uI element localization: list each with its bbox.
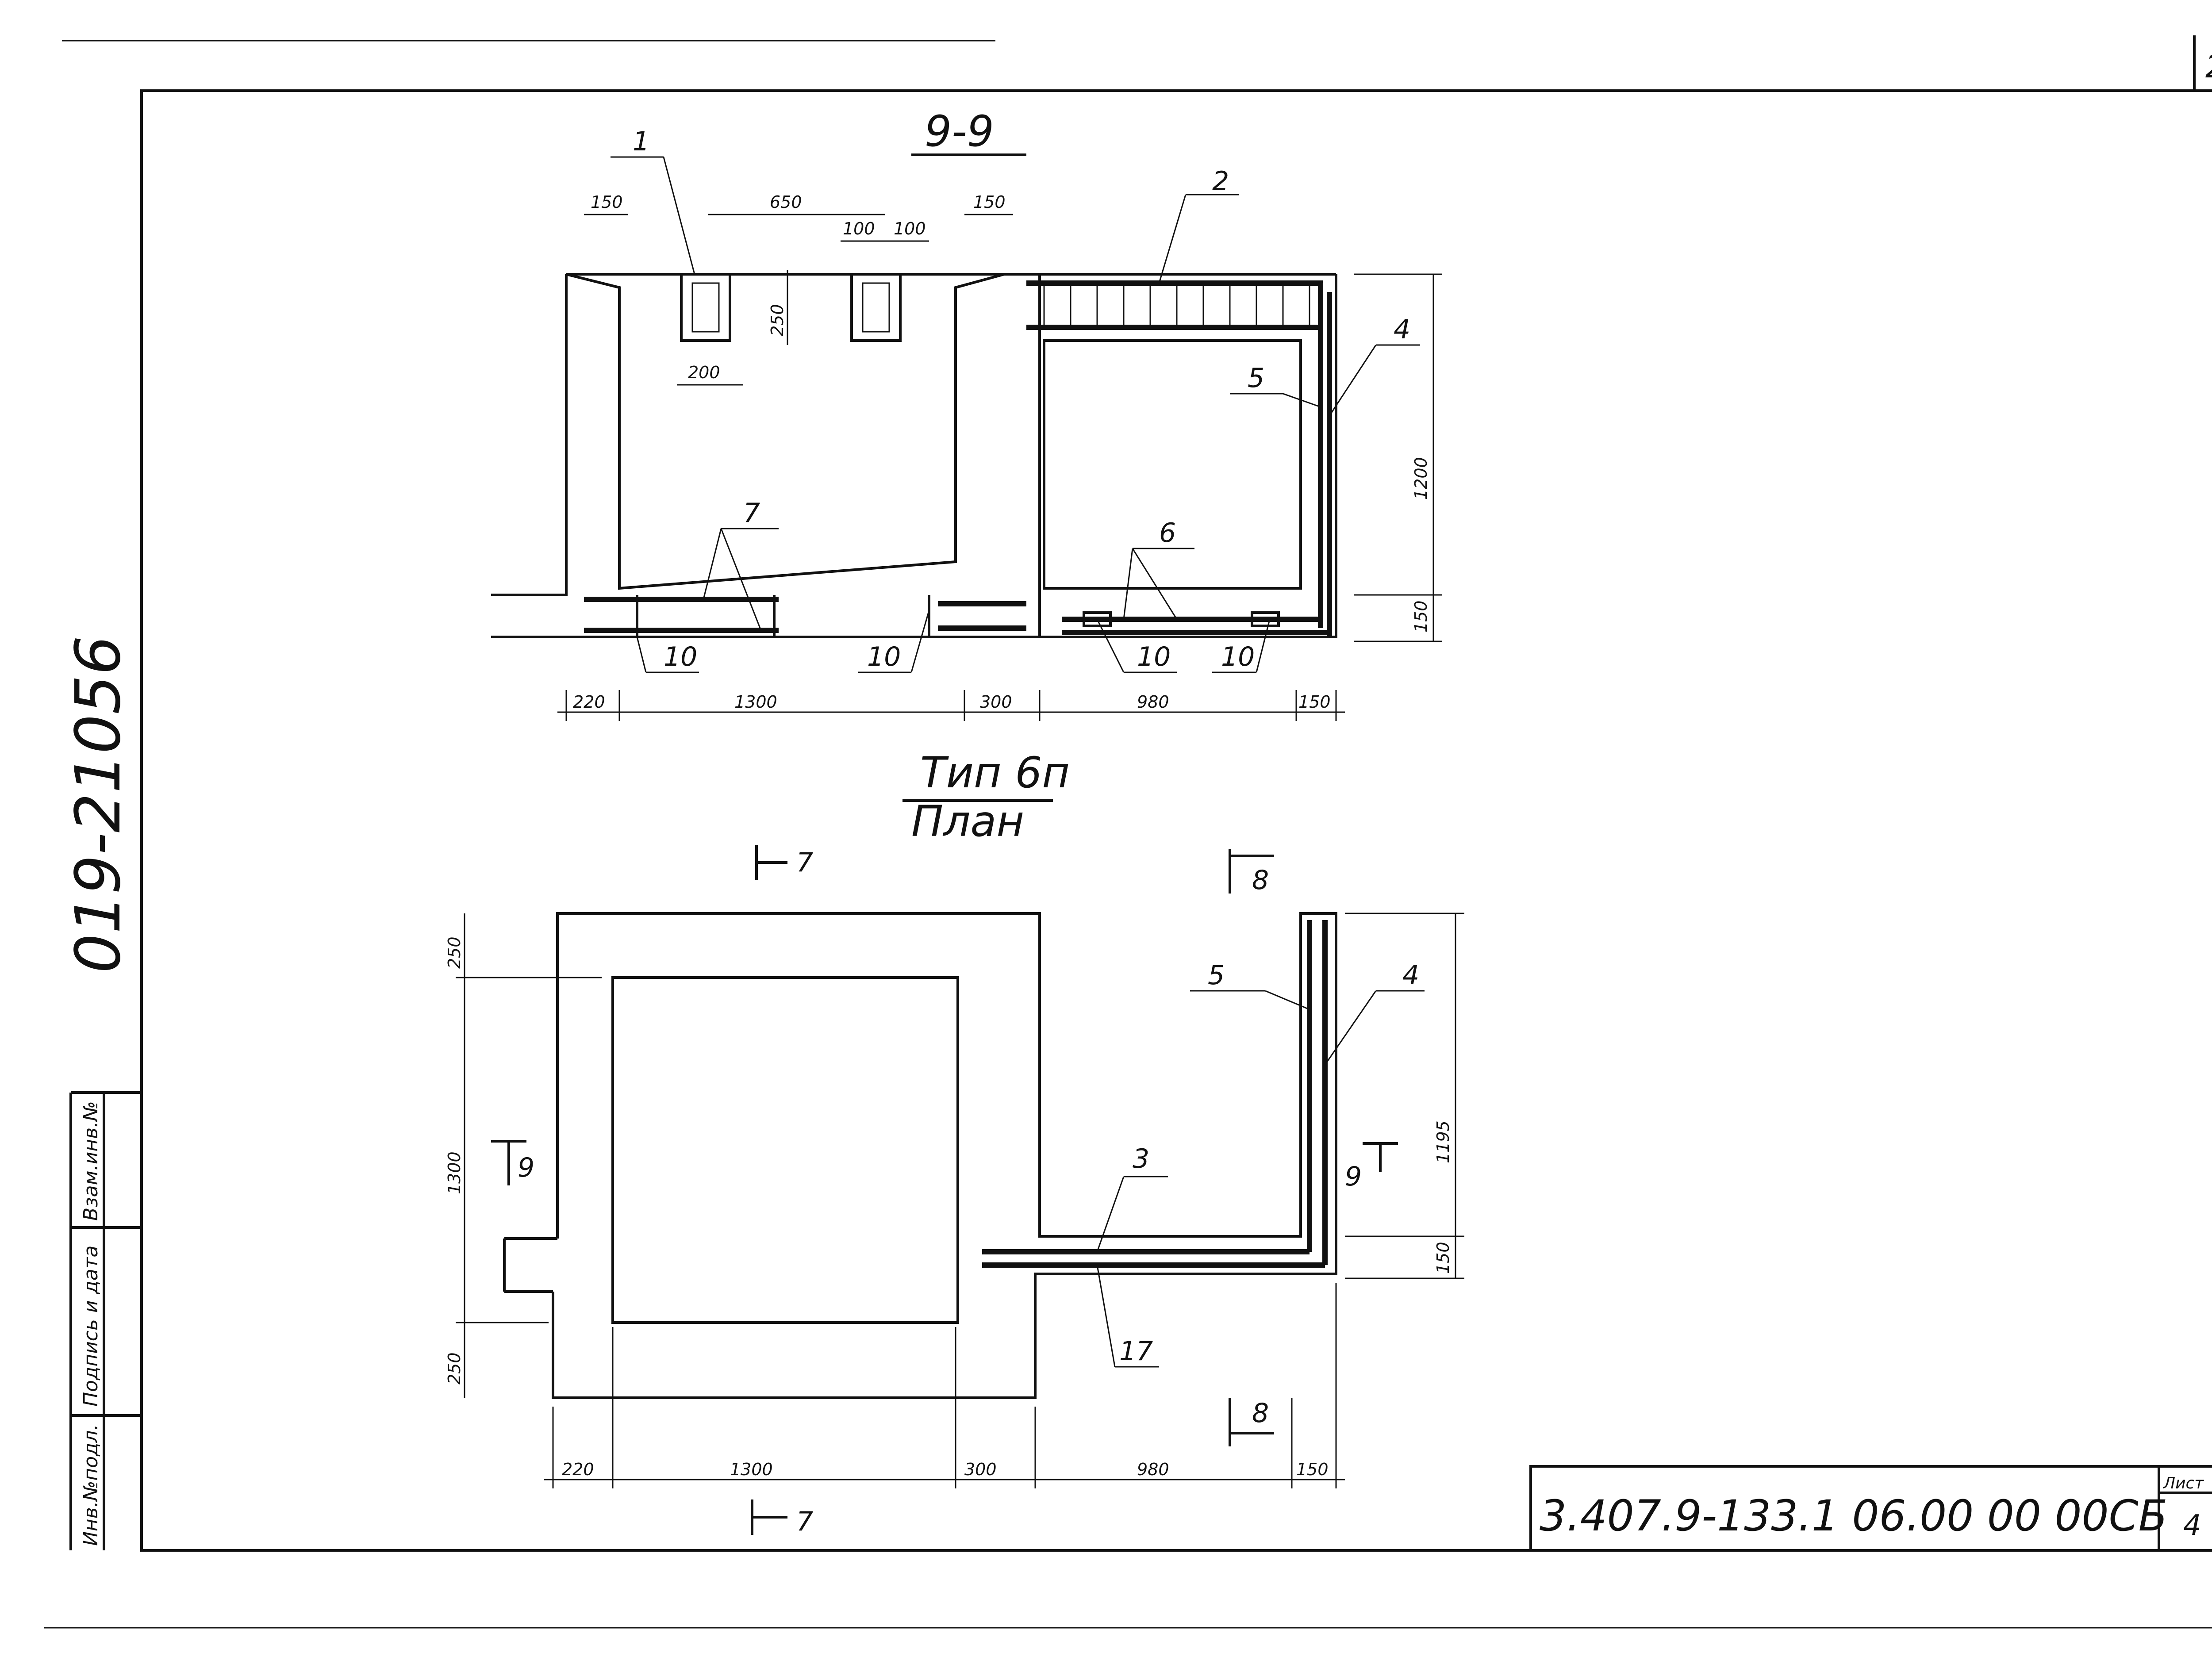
dim-200: 200 [688, 363, 720, 382]
doc-code: 3.407.9-133.1 06.00 00 00СБ [1540, 1491, 2167, 1541]
callout-10-a: 10 [664, 641, 697, 672]
section-mark-9-left: 9 [518, 1152, 534, 1183]
section-mark-7-top: 7 [796, 847, 813, 878]
side-label-inv: Инв.№подл. [80, 1424, 102, 1546]
section-mark-8-bottom: 8 [1252, 1398, 1269, 1429]
plan-dim-bottom-300: 300 [964, 1460, 997, 1479]
callout-5: 5 [1248, 363, 1264, 394]
plan-dim-left-250-bottom: 250 [445, 1352, 464, 1384]
page-number: 26 [2205, 49, 2212, 85]
dim-top-100-a: 100 [843, 219, 875, 238]
plan-dim-bottom-220: 220 [562, 1460, 594, 1479]
plan-dim-bottom-980: 980 [1137, 1460, 1169, 1479]
dim-top-650: 650 [770, 192, 802, 212]
callout-10-d: 10 [1221, 641, 1255, 672]
dim-250: 250 [768, 304, 787, 336]
callout-10-b: 10 [867, 641, 901, 672]
plan-dim-right-150: 150 [1433, 1242, 1453, 1274]
plan-callout-3: 3 [1133, 1143, 1149, 1174]
callout-6: 6 [1159, 518, 1176, 548]
dim-bottom-150: 150 [1298, 692, 1331, 712]
plan-dim-bottom-150: 150 [1296, 1460, 1329, 1479]
section-mark-7-bottom: 7 [796, 1506, 813, 1537]
section-title-9-9: 9-9 [925, 107, 994, 156]
plan-type-6p: Тип 6п План 7 8 9 9 8 7 [445, 748, 1464, 1537]
dim-bottom-220: 220 [573, 692, 605, 712]
list-label: Лист [2162, 1474, 2204, 1492]
dim-bottom-980: 980 [1137, 692, 1169, 712]
side-label-sign: Подпись и дата [80, 1246, 102, 1407]
callout-4: 4 [1394, 314, 1410, 345]
plan-callout-4: 4 [1402, 960, 1419, 991]
dim-bottom-1300: 1300 [734, 692, 777, 712]
title-block [1529, 1465, 2212, 1552]
section-mark-8-top: 8 [1252, 865, 1269, 896]
section-9-9: 9-9 [491, 107, 1442, 721]
dim-top-150-left: 150 [591, 192, 623, 212]
plan-dim-bottom-1300: 1300 [730, 1460, 773, 1479]
dim-right-150: 150 [1411, 600, 1431, 633]
callout-7: 7 [743, 498, 760, 529]
sheet-frame [140, 89, 2212, 1552]
archive-number: 019-21056 [62, 636, 134, 973]
callout-1: 1 [633, 126, 649, 157]
section-mark-9-right: 9 [1345, 1161, 1362, 1192]
plan-dim-left-250-top: 250 [445, 936, 464, 969]
plan-dim-left-1300: 1300 [445, 1151, 464, 1194]
list-value: 4 [2183, 1509, 2201, 1542]
plan-callout-5: 5 [1208, 960, 1225, 991]
callout-10-c: 10 [1137, 641, 1171, 672]
dim-top-150-right: 150 [973, 192, 1006, 212]
plan-title-top: Тип 6п [920, 748, 1070, 798]
dim-right-1200: 1200 [1411, 457, 1431, 500]
dim-top-100-b: 100 [894, 219, 926, 238]
plan-title-bottom: План [911, 797, 1024, 846]
dim-bottom-300: 300 [980, 692, 1012, 712]
side-label-replace: Взам.инв.№ [80, 1101, 102, 1221]
callout-2: 2 [1212, 166, 1229, 197]
plan-dim-right-1195: 1195 [1433, 1120, 1453, 1163]
plan-callout-17: 17 [1119, 1336, 1153, 1367]
